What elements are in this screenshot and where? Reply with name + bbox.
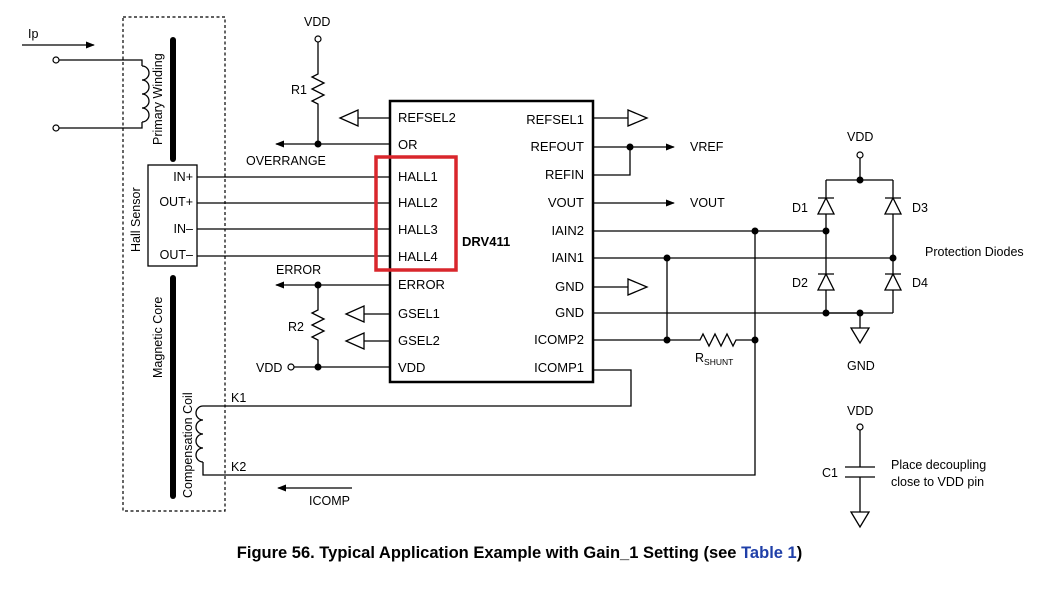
vdd-label-cap: VDD (847, 404, 873, 418)
vref-label: VREF (690, 140, 724, 154)
pin-vout: VOUT (548, 195, 584, 210)
gnd-label: GND (847, 359, 875, 373)
refsel1-buffer-icon (627, 109, 649, 127)
magnetic-core-bar (170, 275, 176, 499)
d2-diode-icon (816, 272, 836, 291)
vout-label: VOUT (690, 196, 725, 210)
hall-pins-highlight (374, 155, 458, 272)
primary-winding-label: Primary Winding (151, 53, 165, 145)
pin-iain1: IAIN1 (551, 250, 584, 265)
refsel2-buffer-icon (338, 108, 359, 128)
pin-gnd-1: GND (555, 279, 584, 294)
r1-label: R1 (291, 83, 307, 97)
vdd-terminal-cap (856, 423, 864, 431)
vdd-label-top: VDD (304, 15, 330, 29)
junction-icomp2 (663, 336, 671, 344)
decoupling-note-2: close to VDD pin (891, 475, 984, 489)
overrange-label: OVERRANGE (246, 154, 326, 168)
pin-gsel1: GSEL1 (398, 306, 440, 321)
hall-sensor-label: Hall Sensor (129, 187, 143, 252)
pin-refout: REFOUT (531, 139, 585, 154)
junction-top-rail (856, 176, 864, 184)
junction-shunt (751, 336, 759, 344)
pin-vdd: VDD (398, 360, 425, 375)
gsel1-buffer-icon (344, 304, 365, 324)
gsel2-buffer-icon (344, 331, 365, 351)
gnd-symbol-icon (849, 327, 871, 345)
rshunt-label: RSHUNT (695, 351, 733, 367)
drv411-chip (388, 99, 595, 384)
d4-diode-icon (883, 272, 903, 291)
k2-wire (202, 340, 756, 476)
gnd1-buffer-icon (627, 278, 649, 296)
primary-terminal-top (52, 56, 60, 64)
c1-label: C1 (822, 466, 838, 480)
magnetic-core-label: Magnetic Core (151, 297, 165, 378)
pin-refin: REFIN (545, 167, 584, 182)
caption-close: ) (796, 544, 803, 562)
pin-hall1: HALL1 (398, 169, 438, 184)
junction-gnd-d2 (822, 309, 830, 317)
table-1-link[interactable]: Table 1 (741, 544, 797, 562)
error-label: ERROR (276, 263, 321, 277)
primary-winding-coil (141, 65, 150, 123)
cap-gnd-symbol-icon (849, 511, 871, 529)
d3-label: D3 (912, 201, 928, 215)
primary-terminal-bottom (52, 124, 60, 132)
primary-winding-wire (59, 59, 143, 129)
pin-error: ERROR (398, 277, 445, 292)
hall-pin-out-minus: OUT– (160, 248, 193, 262)
figure-caption: Figure 56. Typical Application Example w… (0, 544, 1039, 563)
d3-diode-icon (883, 196, 903, 215)
pin-iain2: IAIN2 (551, 223, 584, 238)
pin-hall2: HALL2 (398, 195, 438, 210)
icomp-label: ICOMP (309, 494, 350, 508)
pin-icomp2: ICOMP2 (534, 332, 584, 347)
caption-text: Figure 56. Typical Application Example w… (236, 544, 742, 562)
hall-pin-in-plus: IN+ (173, 170, 193, 184)
pin-hall3: HALL3 (398, 222, 438, 237)
compensation-coil (195, 405, 204, 463)
sensor-module-outline (122, 16, 226, 512)
vdd-terminal-top (314, 35, 322, 43)
r1-resistor (310, 42, 326, 144)
vdd-terminal-diodes (856, 151, 864, 159)
vdd-label-diodes: VDD (847, 130, 873, 144)
icomp2-wire (593, 332, 755, 348)
primary-core-bar (170, 37, 176, 162)
drv411-name: DRV411 (462, 234, 510, 249)
d2-label: D2 (792, 276, 808, 290)
compensation-coil-label: Compensation Coil (181, 392, 195, 498)
pin-refsel2: REFSEL2 (398, 110, 456, 125)
pin-or: OR (398, 137, 418, 152)
decoupling-note-1: Place decoupling (891, 458, 986, 472)
hall-pin-out-plus: OUT+ (159, 195, 193, 209)
pin-refsel1: REFSEL1 (526, 112, 584, 127)
k1-label: K1 (231, 391, 246, 405)
ip-label: Ip (28, 27, 38, 41)
d1-diode-icon (816, 196, 836, 215)
refin-wire (593, 147, 631, 176)
vdd-label-left: VDD (256, 361, 282, 375)
k1-wire (203, 369, 632, 407)
protection-diodes-label: Protection Diodes (925, 245, 1024, 259)
k2-label: K2 (231, 460, 246, 474)
pin-hall4: HALL4 (398, 249, 438, 264)
pin-icomp1: ICOMP1 (534, 360, 584, 375)
junction-vdd (314, 363, 322, 371)
vdd-terminal-left (287, 363, 295, 371)
d1-label: D1 (792, 201, 808, 215)
pin-gsel2: GSEL2 (398, 333, 440, 348)
hall-sensor-box (147, 164, 198, 267)
hall-pin-in-minus: IN– (174, 222, 194, 236)
pin-gnd-2: GND (555, 305, 584, 320)
r2-resistor (310, 285, 326, 367)
d4-label: D4 (912, 276, 928, 290)
r2-label: R2 (288, 320, 304, 334)
